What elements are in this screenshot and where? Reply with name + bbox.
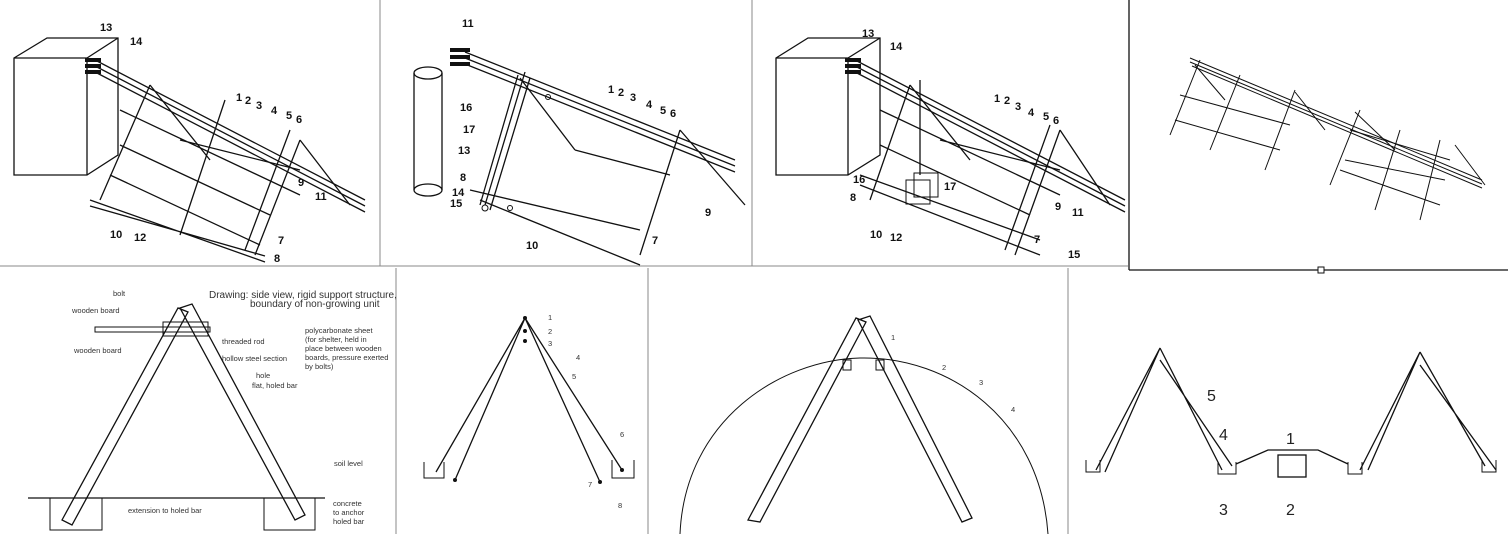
label: 11: [462, 18, 474, 30]
label: 15: [450, 198, 462, 210]
panel-5-side-view-rigid-support: Drawing: side view, rigid support struct…: [28, 289, 397, 531]
panel-2-labels: 11 16 1 2 3 4 5 6 17 13 8 14 15 10 7 9: [450, 18, 711, 252]
panel-6-a-frame: 1 2 3 4 5 6 7 8: [423, 313, 635, 510]
label: 16: [460, 102, 472, 114]
label: 11: [1072, 207, 1084, 219]
label: 6: [296, 114, 302, 126]
panel-2-perspective-with-cylinder: 11 16 1 2 3 4 5 6 17 13 8 14 15 10 7 9: [413, 18, 746, 266]
svg-text:holed bar: holed bar: [333, 517, 365, 526]
label: 17: [463, 124, 475, 136]
label: 8: [460, 172, 466, 184]
callout-hollow-steel-section: hollow steel section: [222, 354, 287, 363]
label: 3: [630, 92, 636, 104]
callout-concrete: concrete: [333, 499, 362, 508]
svg-text:to anchor: to anchor: [333, 508, 365, 517]
label: 5: [1043, 111, 1049, 123]
label: 4: [271, 105, 278, 117]
drawing-subtitle: boundary of non-growing unit: [250, 299, 380, 310]
label: 1: [994, 93, 1000, 105]
label: 2: [1004, 95, 1010, 107]
label: 4: [646, 99, 653, 111]
callout-hole: hole: [256, 371, 270, 380]
label: 3: [1015, 101, 1021, 113]
panel-3-labels: 13 14 1 2 3 4 5 6 16 8 17 9 11 10 12 7 1…: [850, 28, 1084, 261]
panel-8-labels: 5 1 4 3 2: [1207, 388, 1295, 519]
panel-1-labels: 13 14 1 2 3 4 5 6 9 11 10 12 7 8: [100, 22, 327, 265]
svg-text:polycarbonate sheet: polycarbonate sheet: [305, 326, 373, 335]
panel-3-perspective-with-box-and-cube: 13 14 1 2 3 4 5 6 16 8 17 9 11 10 12 7 1…: [775, 28, 1126, 261]
label: 10: [526, 240, 538, 252]
label: 9: [1055, 201, 1061, 213]
label: 12: [134, 232, 146, 244]
label: 5: [286, 110, 292, 122]
label: 2: [245, 95, 251, 107]
label: 4: [1028, 107, 1035, 119]
svg-text:4: 4: [1011, 405, 1015, 414]
label: 14: [890, 41, 903, 53]
svg-text:4: 4: [1219, 427, 1228, 444]
label: 16: [853, 174, 865, 186]
svg-text:3: 3: [548, 339, 552, 348]
label: 6: [670, 108, 676, 120]
label: 5: [660, 105, 666, 117]
svg-text:5: 5: [572, 372, 576, 381]
panel-7-arc-frame: 1 2 3 4: [679, 315, 1049, 534]
svg-text:1: 1: [1286, 431, 1295, 448]
callout-bolt: bolt: [113, 289, 126, 298]
svg-text:8: 8: [618, 501, 622, 510]
panel-7-labels: 1 2 3 4: [891, 333, 1015, 414]
svg-text:6: 6: [620, 430, 624, 439]
label: 7: [1034, 234, 1040, 246]
svg-text:3: 3: [979, 378, 983, 387]
svg-text:4: 4: [576, 353, 580, 362]
label: 1: [236, 92, 242, 104]
label: 7: [652, 235, 658, 247]
callout-flat-holed-bar: flat, holed bar: [252, 381, 298, 390]
callout-wooden-board-bottom: wooden board: [73, 346, 122, 355]
label: 14: [452, 187, 465, 199]
panel-8-double-a-frame: 5 1 4 3 2: [1085, 347, 1497, 519]
label: 1: [608, 84, 614, 96]
panel-1-perspective-with-box: 13 14 1 2 3 4 5 6 9 11 10 12 7 8: [13, 22, 366, 265]
svg-text:3: 3: [1219, 502, 1228, 519]
label: 13: [458, 145, 470, 157]
svg-text:by bolts): by bolts): [305, 362, 334, 371]
svg-text:2: 2: [1286, 502, 1295, 519]
panel-6-labels: 1 2 3 4 5 6 7 8: [548, 313, 624, 510]
label: 8: [274, 253, 280, 265]
callout-threaded-rod: threaded rod: [222, 337, 265, 346]
label: 7: [278, 235, 284, 247]
svg-text:2: 2: [942, 363, 946, 372]
callout-wooden-board-top: wooden board: [71, 306, 120, 315]
svg-text:boards, pressure exerted: boards, pressure exerted: [305, 353, 388, 362]
label: 6: [1053, 115, 1059, 127]
label: 13: [100, 22, 112, 34]
callout-polycarbonate-sheet: polycarbonate sheet (for shelter, held i…: [305, 326, 388, 371]
svg-text:place between wooden: place between wooden: [305, 344, 382, 353]
svg-text:5: 5: [1207, 388, 1216, 405]
label: 12: [890, 232, 902, 244]
svg-text:1: 1: [548, 313, 552, 322]
label: 9: [298, 177, 304, 189]
callout-soil-level: soil level: [334, 459, 363, 468]
label: 3: [256, 100, 262, 112]
label: 14: [130, 36, 143, 48]
svg-text:1: 1: [891, 333, 895, 342]
svg-text:7: 7: [588, 480, 592, 489]
callout-extension: extension to holed bar: [128, 506, 202, 515]
label: 13: [862, 28, 874, 40]
svg-text:2: 2: [548, 327, 552, 336]
label: 15: [1068, 249, 1080, 261]
label: 17: [944, 181, 956, 193]
label: 8: [850, 192, 856, 204]
label: 10: [110, 229, 122, 241]
label: 9: [705, 207, 711, 219]
label: 11: [315, 191, 327, 203]
drawing-title: Drawing: side view, rigid support struct…: [209, 290, 397, 301]
label: 2: [618, 87, 624, 99]
svg-text:(for shelter, held in: (for shelter, held in: [305, 335, 367, 344]
panel-4-sketch-structure: [1169, 57, 1486, 221]
label: 10: [870, 229, 882, 241]
